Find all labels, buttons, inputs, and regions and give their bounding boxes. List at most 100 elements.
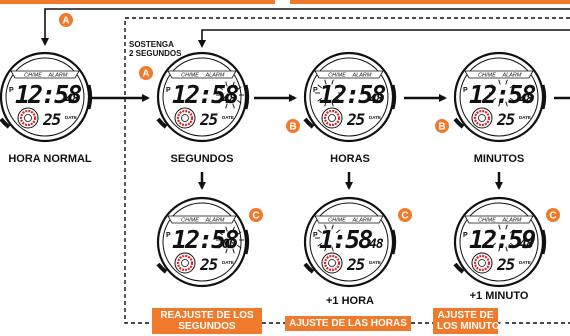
caption-hours: HORAS xyxy=(330,153,370,165)
watch-ring xyxy=(459,202,539,282)
badge-circle xyxy=(286,119,300,133)
watch-pusher-right xyxy=(244,229,250,255)
watch-label-strip xyxy=(167,215,237,224)
tag-minutes-adjust: AJUSTE DE LOS MINUTOS xyxy=(433,308,507,334)
flash-ray xyxy=(510,229,515,234)
badge-letter: C xyxy=(549,211,556,222)
badge-circle xyxy=(249,208,263,222)
badge-circle xyxy=(59,13,73,27)
flash-ray xyxy=(225,248,228,254)
watch-subdial xyxy=(174,252,196,274)
watch-seconds: 48 xyxy=(369,237,384,252)
flash-ray xyxy=(498,101,501,107)
subdial-red-ring xyxy=(19,109,37,127)
watch-seconds: 00 xyxy=(222,237,237,252)
tag-hours-adjust: AJUSTE DE LAS HORAS xyxy=(285,316,411,331)
badge-c-minutes: C xyxy=(546,208,560,222)
watch-pm-indicator: P xyxy=(313,87,318,94)
hold-note: SOSTENGA 2 SEGUNDOS xyxy=(129,40,181,58)
hold-note-line1: SOSTENGA xyxy=(129,40,174,49)
flash-ray xyxy=(232,81,235,87)
loop-arrow-top xyxy=(41,8,570,46)
flash-ray xyxy=(218,86,223,91)
watch-alarm-label: ALARM xyxy=(502,218,522,224)
flash-ray xyxy=(336,242,341,247)
flash-ray xyxy=(218,244,223,249)
watch-pusher-left xyxy=(0,117,11,129)
flash-ray xyxy=(491,242,496,247)
flash-ray xyxy=(336,97,341,102)
flash-ray xyxy=(324,224,327,230)
flash-ray xyxy=(232,226,235,232)
watch-chime-label: CHIME xyxy=(181,73,199,79)
watch-pm-indicator: P xyxy=(463,232,468,239)
flash-ray xyxy=(218,231,223,236)
subdial-inner xyxy=(181,259,189,267)
watch-pm-indicator: P xyxy=(463,87,468,94)
watch-pusher-left xyxy=(453,117,465,129)
subdial-inner xyxy=(24,114,32,122)
badge-a-normal: A xyxy=(59,13,73,27)
top-tag-left xyxy=(0,0,275,4)
watch-subdial xyxy=(174,107,196,129)
flash-ray xyxy=(324,79,327,85)
flash-ray xyxy=(237,244,242,249)
loop-arrow-second xyxy=(198,29,570,48)
flash-ray xyxy=(510,242,515,247)
watch-alarm-label: ALARM xyxy=(205,218,225,224)
badge-letter: A xyxy=(142,69,149,80)
watch-chime-label: CHIME xyxy=(328,218,346,224)
tag-seconds-line2: SEGUNDOS xyxy=(178,321,236,332)
watch-time: 12:58 xyxy=(172,80,238,109)
flash-ray xyxy=(237,99,242,104)
watch-seconds: 48 xyxy=(65,92,80,107)
watch-ring xyxy=(162,202,242,282)
watch-subdial xyxy=(321,252,343,274)
watch-pm-indicator: P xyxy=(313,232,318,239)
subdial-inner xyxy=(181,114,189,122)
watch-date-tag: DATE xyxy=(369,260,381,265)
watch-date-tag: DATE xyxy=(519,260,531,265)
watch-label-strip xyxy=(167,70,237,79)
watch-ring xyxy=(459,57,539,137)
watch-label-strip xyxy=(464,70,534,79)
flash-ray xyxy=(317,84,322,89)
watch-date: 25 xyxy=(199,255,218,274)
tag-seconds-line1: REAJUSTE DE LOS xyxy=(160,310,254,321)
caption-normal: HORA NORMAL xyxy=(8,153,92,165)
watch-ring xyxy=(309,202,389,282)
flash-ray xyxy=(331,79,334,85)
watch-time: 12:58 xyxy=(15,80,81,109)
badge-a-seconds: A xyxy=(139,66,153,80)
flash-ray xyxy=(331,224,334,230)
subdial-red-ring xyxy=(323,254,341,272)
watch-pm-indicator: P xyxy=(9,87,14,94)
flash-ray xyxy=(232,103,235,109)
flash-ray xyxy=(498,79,501,85)
flash-ray xyxy=(498,246,501,252)
tag-minutes-line2: LOS MINUTOS xyxy=(437,321,507,332)
subdial-inner xyxy=(328,114,336,122)
watch-label-strip xyxy=(314,70,384,79)
caption-hour-plus: +1 HORA xyxy=(326,295,374,307)
watch-pusher-right xyxy=(244,84,250,110)
top-tag-right xyxy=(290,0,570,4)
flash-ray xyxy=(510,97,515,102)
badge-c-hours: C xyxy=(398,208,412,222)
watch-time: 12:59 xyxy=(469,225,535,254)
watch-subdial xyxy=(471,107,493,129)
subdial-red-ring xyxy=(473,109,491,127)
badge-circle xyxy=(546,208,560,222)
flash-ray xyxy=(505,224,508,230)
subdial-red-ring xyxy=(176,254,194,272)
watch-date-tag: DATE xyxy=(369,115,381,120)
watch-chime-label: CHIME xyxy=(24,73,42,79)
caption-minute-plus: +1 MINUTO xyxy=(469,290,529,302)
watch-pusher-left xyxy=(303,262,315,274)
watch-pusher-right xyxy=(87,84,93,110)
watch-alarm-label: ALARM xyxy=(205,73,225,79)
